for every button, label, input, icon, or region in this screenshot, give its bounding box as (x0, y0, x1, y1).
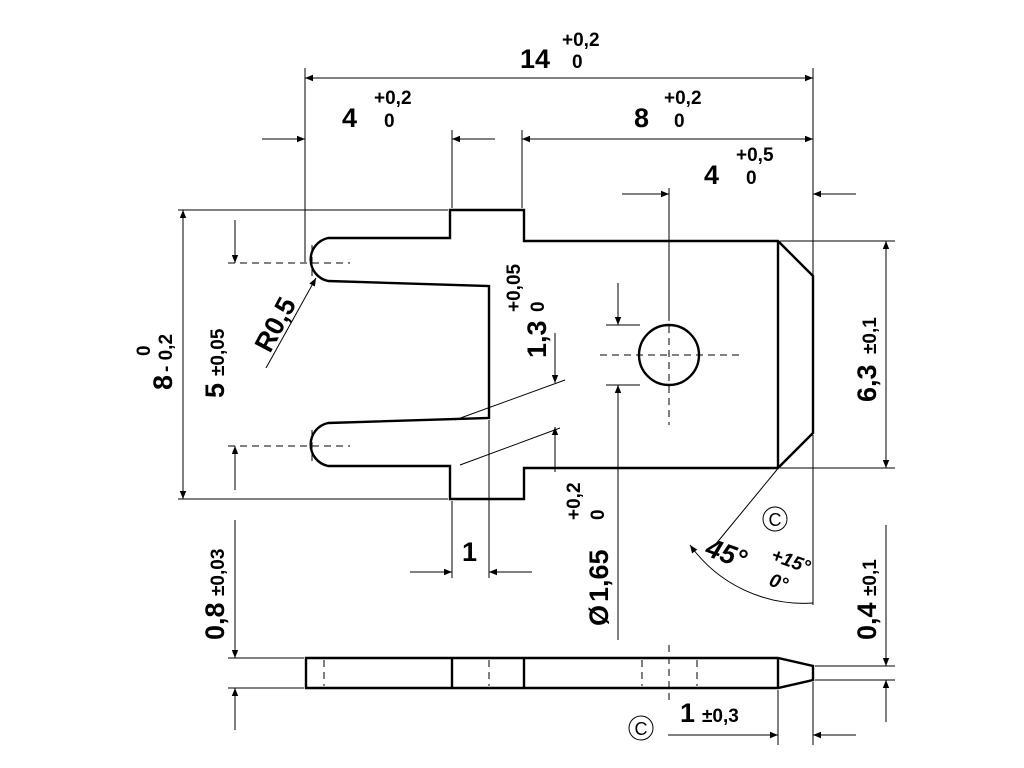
dim-tip-thickness: 0,4 ±0,1 (852, 559, 882, 640)
dim-slot-width: 1,3 +0,05 0 (504, 263, 552, 358)
svg-text:0,8: 0,8 (200, 602, 230, 640)
dim-overall-height: 8 0 - 0,2 (134, 334, 178, 390)
dim-tab-width: 6,3 ±0,1 (852, 317, 882, 402)
svg-text:0: 0 (528, 301, 549, 312)
svg-text:+0,2: +0,2 (374, 88, 412, 109)
svg-text:±0,03: ±0,03 (208, 549, 229, 596)
svg-text:- 0,2: - 0,2 (156, 334, 177, 372)
dim-slot-pitch: 5 ±0,05 (200, 328, 230, 398)
svg-text:0: 0 (572, 52, 583, 73)
svg-text:+0,2: +0,2 (664, 88, 702, 109)
dim-barb-width: 1 (462, 537, 477, 567)
dim-overall-length: 14 +0,2 0 (520, 30, 600, 74)
svg-text:±0,05: ±0,05 (208, 328, 229, 376)
svg-text:C: C (635, 719, 648, 739)
svg-text:1,3: 1,3 (522, 320, 552, 358)
svg-text:0: 0 (674, 111, 685, 132)
dim-thickness: 0,8 ±0,03 (200, 549, 230, 640)
svg-text:1,65: 1,65 (584, 549, 614, 602)
dim-hole-position: 4 +0,5 0 (704, 145, 774, 190)
dim-chamfer-angle: 45° +15° 0° (701, 532, 813, 596)
svg-text:+0,2: +0,2 (564, 482, 585, 520)
svg-text:14: 14 (520, 44, 550, 74)
extension-lines (178, 68, 895, 605)
svg-text:4: 4 (342, 103, 357, 133)
svg-text:0: 0 (384, 111, 395, 132)
mark-symbol-top: C (762, 506, 788, 532)
svg-text:0: 0 (588, 509, 609, 520)
svg-text:4: 4 (704, 160, 719, 190)
svg-text:+0,5: +0,5 (736, 145, 774, 166)
center-lines (228, 245, 740, 462)
svg-text:+0,05: +0,05 (504, 263, 525, 312)
dim-slot-radius: R0,5 (249, 292, 302, 356)
svg-text:0: 0 (746, 168, 757, 189)
svg-text:+0,2: +0,2 (562, 30, 600, 51)
mark-symbol-bottom: C (628, 715, 654, 741)
svg-text:0°: 0° (766, 570, 791, 596)
svg-text:6,3: 6,3 (852, 364, 882, 402)
dim-tab-length: 8 +0,2 0 (634, 88, 702, 133)
side-view-dimensions (228, 520, 895, 745)
dim-tip-length: 1 ±0,3 (680, 698, 739, 728)
svg-text:C: C (769, 510, 782, 530)
dim-fork-length: 4 +0,2 0 (342, 88, 412, 133)
svg-text:8: 8 (148, 375, 178, 390)
svg-text:±0,1: ±0,1 (860, 559, 881, 596)
svg-text:Ø: Ø (584, 605, 614, 626)
svg-text:5: 5 (200, 383, 230, 398)
svg-text:±0,3: ±0,3 (702, 706, 739, 727)
side-view (304, 645, 815, 700)
svg-text:0,4: 0,4 (852, 602, 882, 640)
svg-text:8: 8 (634, 103, 649, 133)
svg-text:1: 1 (462, 537, 477, 567)
svg-text:45°: 45° (701, 532, 751, 575)
dimension-lines (179, 74, 890, 640)
svg-text:1: 1 (680, 698, 695, 728)
svg-text:±0,1: ±0,1 (860, 317, 881, 354)
svg-text:0: 0 (134, 345, 155, 356)
dim-hole-diameter: Ø 1,65 +0,2 0 (564, 482, 614, 626)
svg-text:R0,5: R0,5 (249, 292, 302, 356)
